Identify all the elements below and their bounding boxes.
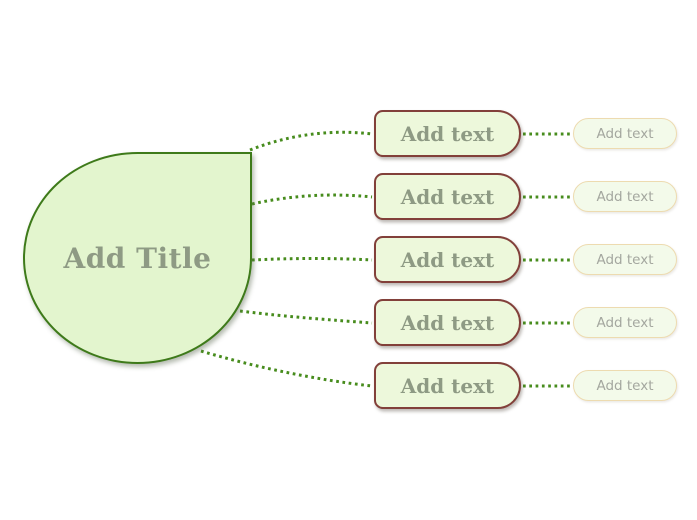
branch-label: Add text <box>400 373 495 398</box>
branch-node-3[interactable]: Add text <box>374 236 521 283</box>
connector-main-branch-1 <box>249 130 373 152</box>
branch-node-4[interactable]: Add text <box>374 299 521 346</box>
sub-node-2[interactable]: Add text <box>573 181 677 212</box>
connector-main-branch-4 <box>239 309 373 325</box>
branch-label: Add text <box>400 184 495 209</box>
branch-label: Add text <box>400 247 495 272</box>
sub-node-4[interactable]: Add text <box>573 307 677 338</box>
branch-label: Add text <box>400 310 495 335</box>
sub-node-label: Add text <box>596 251 654 268</box>
branch-node-5[interactable]: Add text <box>374 362 521 409</box>
sub-node-label: Add text <box>596 188 654 205</box>
sub-node-label: Add text <box>596 314 654 331</box>
sub-node-label: Add text <box>596 377 654 394</box>
connector-main-branch-5 <box>200 349 373 388</box>
branch-node-2[interactable]: Add text <box>374 173 521 220</box>
connector-main-branch-3 <box>251 257 373 262</box>
central-topic-node[interactable]: Add Title <box>23 152 252 364</box>
branch-node-1[interactable]: Add text <box>374 110 521 157</box>
connector-main-branch-2 <box>251 193 373 206</box>
branch-label: Add text <box>400 121 495 146</box>
sub-node-label: Add text <box>596 125 654 142</box>
sub-node-1[interactable]: Add text <box>573 118 677 149</box>
central-topic-label: Add Title <box>63 241 212 275</box>
sub-node-3[interactable]: Add text <box>573 244 677 275</box>
sub-node-5[interactable]: Add text <box>573 370 677 401</box>
